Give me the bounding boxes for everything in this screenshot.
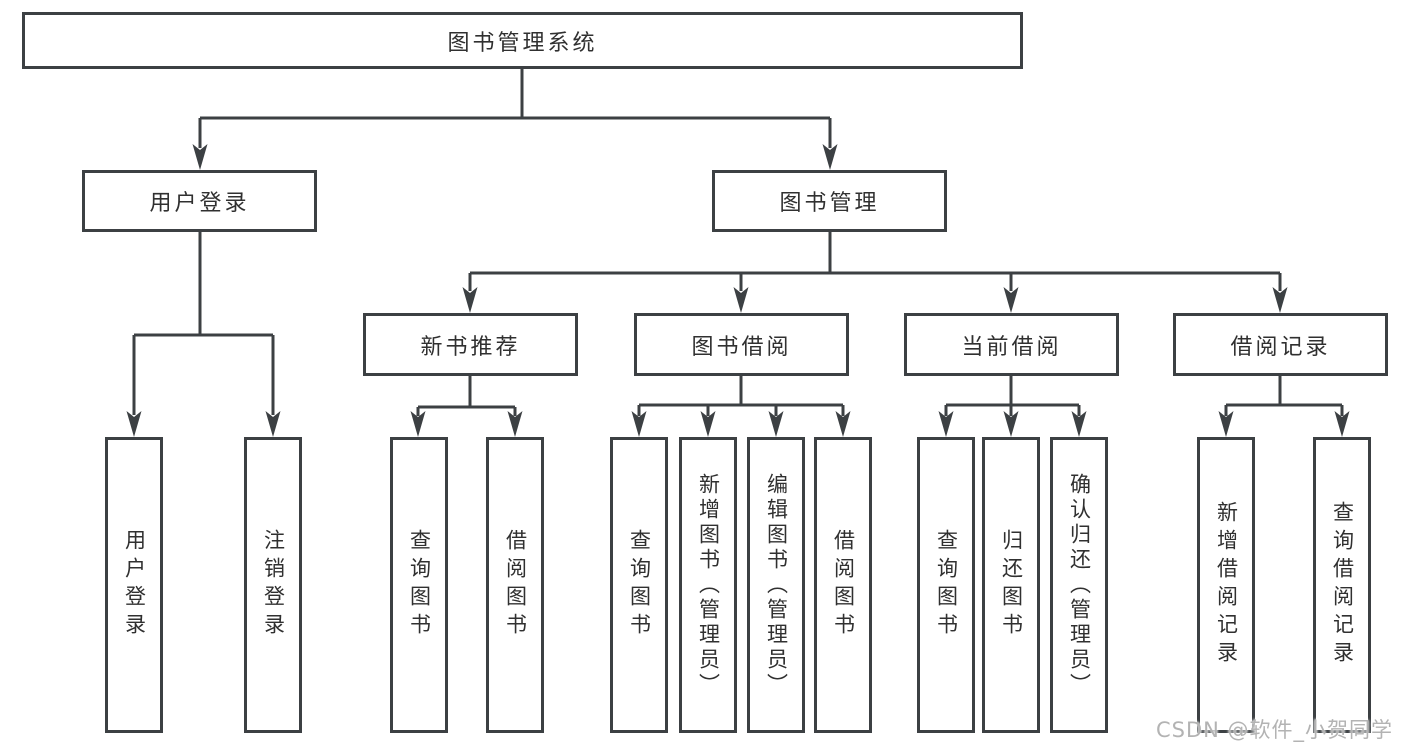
- leaf-edit-books-admin-label: 编辑图书（管理员）: [764, 472, 789, 698]
- leaf-user-login-label: 用户登录: [122, 529, 147, 641]
- leaf-query-books-recommend: 查询图书: [390, 437, 448, 733]
- leaf-return-books: 归还图书: [982, 437, 1040, 733]
- leaf-query-borrow-record-label: 查询借阅记录: [1330, 501, 1355, 669]
- leaf-query-books-borrow-label: 查询图书: [627, 529, 652, 641]
- node-user-login-label: 用户登录: [149, 191, 250, 216]
- node-book-borrow: 图书借阅: [634, 313, 849, 376]
- leaf-edit-books-admin: 编辑图书（管理员）: [747, 437, 805, 733]
- node-new-book-recommend-label: 新书推荐: [420, 334, 521, 360]
- leaf-borrow-books-label: 借阅图书: [831, 529, 856, 641]
- leaf-confirm-return-admin-label: 确认归还（管理员）: [1067, 472, 1092, 698]
- leaf-add-borrow-record: 新增借阅记录: [1197, 437, 1255, 733]
- node-current-borrow-label: 当前借阅: [961, 334, 1062, 360]
- leaf-return-books-label: 归还图书: [999, 529, 1024, 641]
- node-library-system: 图书管理系统: [22, 12, 1023, 69]
- leaf-add-books-admin-label: 新增图书（管理员）: [696, 472, 721, 698]
- leaf-user-login: 用户登录: [105, 437, 163, 733]
- watermark: CSDN @软件_小贺同学: [1156, 718, 1394, 742]
- node-user-login: 用户登录: [82, 170, 317, 232]
- node-library-system-label: 图书管理系统: [447, 30, 598, 56]
- leaf-add-books-admin: 新增图书（管理员）: [679, 437, 737, 733]
- node-borrow-records-label: 借阅记录: [1230, 334, 1331, 360]
- leaf-query-books-borrow: 查询图书: [610, 437, 668, 733]
- leaf-add-borrow-record-label: 新增借阅记录: [1214, 501, 1239, 669]
- node-book-management: 图书管理: [712, 170, 947, 232]
- leaf-query-books-recommend-label: 查询图书: [407, 529, 432, 641]
- node-book-management-label: 图书管理: [779, 191, 880, 216]
- leaf-confirm-return-admin: 确认归还（管理员）: [1050, 437, 1108, 733]
- node-borrow-records: 借阅记录: [1173, 313, 1388, 376]
- leaf-logout-label: 注销登录: [261, 529, 286, 641]
- leaf-query-books-current-label: 查询图书: [934, 529, 959, 641]
- node-current-borrow: 当前借阅: [904, 313, 1119, 376]
- leaf-borrow-books-recommend-label: 借阅图书: [503, 529, 528, 641]
- leaf-query-books-current: 查询图书: [917, 437, 975, 733]
- node-book-borrow-label: 图书借阅: [691, 334, 792, 360]
- leaf-borrow-books-recommend: 借阅图书: [486, 437, 544, 733]
- leaf-query-borrow-record: 查询借阅记录: [1313, 437, 1371, 733]
- leaf-borrow-books: 借阅图书: [814, 437, 872, 733]
- leaf-logout: 注销登录: [244, 437, 302, 733]
- node-new-book-recommend: 新书推荐: [363, 313, 578, 376]
